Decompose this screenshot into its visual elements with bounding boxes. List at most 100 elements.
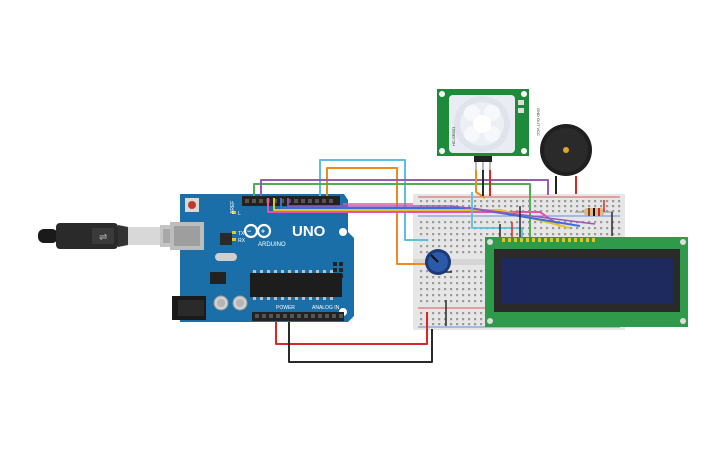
breadboard-hole — [564, 233, 567, 236]
breadboard-hole — [420, 200, 423, 203]
breadboard-hole — [468, 276, 471, 279]
breadboard-hole — [582, 227, 585, 230]
power-pin-labels: IOREF 3.3V 5V GND VIN — [254, 323, 293, 327]
breadboard-hole — [468, 282, 471, 285]
breadboard-hole — [588, 233, 591, 236]
breadboard-hole — [420, 245, 423, 248]
breadboard-hole — [480, 312, 483, 315]
svg-text:−: − — [247, 229, 251, 236]
power-section-label: POWER — [276, 305, 295, 311]
digital-header[interactable] — [242, 196, 340, 206]
breadboard-hole — [480, 294, 483, 297]
breadboard-hole — [618, 227, 621, 230]
breadboard-hole — [486, 233, 489, 236]
breadboard-hole — [576, 205, 579, 208]
breadboard-hole — [480, 233, 483, 236]
breadboard-hole — [462, 270, 465, 273]
breadboard-hole — [474, 221, 477, 224]
breadboard-hole — [444, 294, 447, 297]
breadboard-hole — [552, 200, 555, 203]
piezo-buzzer[interactable] — [540, 124, 592, 194]
breadboard-hole — [462, 323, 465, 326]
breadboard-hole — [606, 233, 609, 236]
breadboard-hole — [444, 245, 447, 248]
breadboard-hole — [468, 245, 471, 248]
breadboard-hole — [462, 200, 465, 203]
breadboard-hole — [432, 200, 435, 203]
breadboard-hole — [468, 270, 471, 273]
breadboard-hole — [618, 200, 621, 203]
breadboard-hole — [456, 200, 459, 203]
power-jack — [172, 296, 206, 320]
aref-label: AREF — [230, 201, 236, 214]
power-analog-header[interactable] — [252, 312, 344, 321]
breadboard-hole — [474, 200, 477, 203]
breadboard-hole — [438, 294, 441, 297]
breadboard-hole — [462, 318, 465, 321]
potentiometer[interactable] — [425, 249, 451, 275]
led-rx-label: RX — [238, 238, 246, 244]
breadboard-hole — [426, 270, 429, 273]
breadboard-hole — [606, 205, 609, 208]
lcd-screen — [501, 258, 673, 304]
breadboard-hole — [612, 227, 615, 230]
breadboard-hole — [582, 233, 585, 236]
breadboard-hole — [432, 282, 435, 285]
breadboard-hole — [570, 227, 573, 230]
breadboard-hole — [444, 233, 447, 236]
arduino-logo-icon: − + — [243, 223, 272, 239]
breadboard-hole — [444, 239, 447, 242]
breadboard-hole — [588, 221, 591, 224]
resistor[interactable] — [575, 208, 612, 216]
breadboard-hole — [432, 323, 435, 326]
breadboard-hole — [480, 245, 483, 248]
breadboard-hole — [546, 233, 549, 236]
breadboard-hole — [462, 221, 465, 224]
pir-right-label: GND OUT VCC — [536, 108, 541, 136]
lcd-display[interactable] — [485, 237, 688, 327]
breadboard-hole — [420, 227, 423, 230]
svg-text:A0: A0 — [303, 323, 307, 327]
breadboard-hole — [426, 276, 429, 279]
breadboard-hole — [618, 233, 621, 236]
breadboard-hole — [444, 323, 447, 326]
breadboard-hole — [420, 294, 423, 297]
breadboard-hole — [612, 221, 615, 224]
pir-sensor[interactable]: HC-SR501 GND OUT VCC — [437, 89, 541, 170]
breadboard-hole — [558, 210, 561, 213]
breadboard-hole — [534, 227, 537, 230]
breadboard-hole — [450, 318, 453, 321]
breadboard-hole — [444, 221, 447, 224]
breadboard-hole — [600, 227, 603, 230]
breadboard-hole — [456, 312, 459, 315]
breadboard-hole — [432, 288, 435, 291]
breadboard-hole — [450, 276, 453, 279]
breadboard-hole — [444, 282, 447, 285]
breadboard-hole — [510, 205, 513, 208]
breadboard-hole — [432, 239, 435, 242]
breadboard-hole — [438, 282, 441, 285]
breadboard-hole — [438, 312, 441, 315]
breadboard-hole — [450, 294, 453, 297]
breadboard-hole — [612, 200, 615, 203]
breadboard-hole — [576, 227, 579, 230]
breadboard-hole — [480, 318, 483, 321]
breadboard-hole — [474, 282, 477, 285]
breadboard-hole — [504, 205, 507, 208]
breadboard-hole — [450, 300, 453, 303]
breadboard-hole — [450, 270, 453, 273]
analog-pin-labels: A0 A1 A2 A3 A4 A5 — [303, 323, 342, 327]
breadboard-hole — [570, 205, 573, 208]
lcd-pins — [502, 238, 595, 242]
reset-button[interactable] — [185, 198, 199, 212]
breadboard-hole — [558, 227, 561, 230]
breadboard-hole — [468, 300, 471, 303]
arduino-uno-board[interactable]: − + UNO ARDUINO TX RX L AREF POWER ANALO… — [170, 194, 354, 327]
breadboard-hole — [552, 210, 555, 213]
breadboard-hole — [456, 318, 459, 321]
breadboard-hole — [606, 221, 609, 224]
analog-section-label: ANALOG IN — [312, 305, 340, 311]
breadboard-hole — [450, 239, 453, 242]
breadboard-hole — [588, 227, 591, 230]
